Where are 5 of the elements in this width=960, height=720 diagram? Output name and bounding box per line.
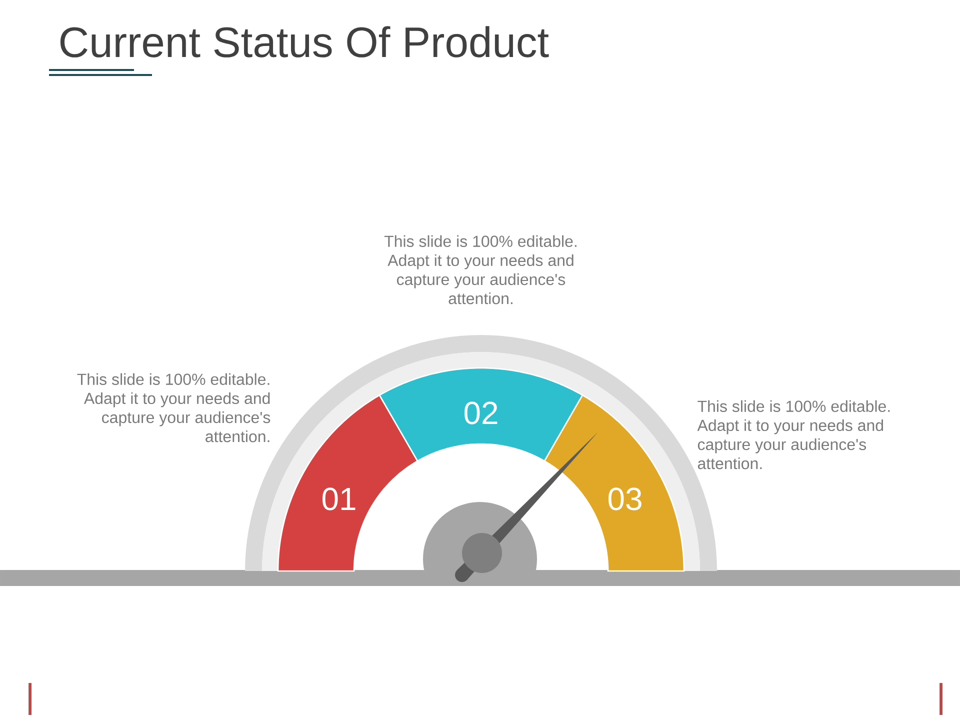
title: Current Status Of Product [60,26,549,58]
description-text: This slide is 100% editable. Adapt it to your needs and capture your audience's attention. [77,373,270,442]
gauge-segment: 02 [378,367,584,462]
gauge-segment: 03 [544,394,685,572]
description-text: This slide is 100% editable. Adapt it to your needs and capture your audience's attention. [384,235,576,304]
